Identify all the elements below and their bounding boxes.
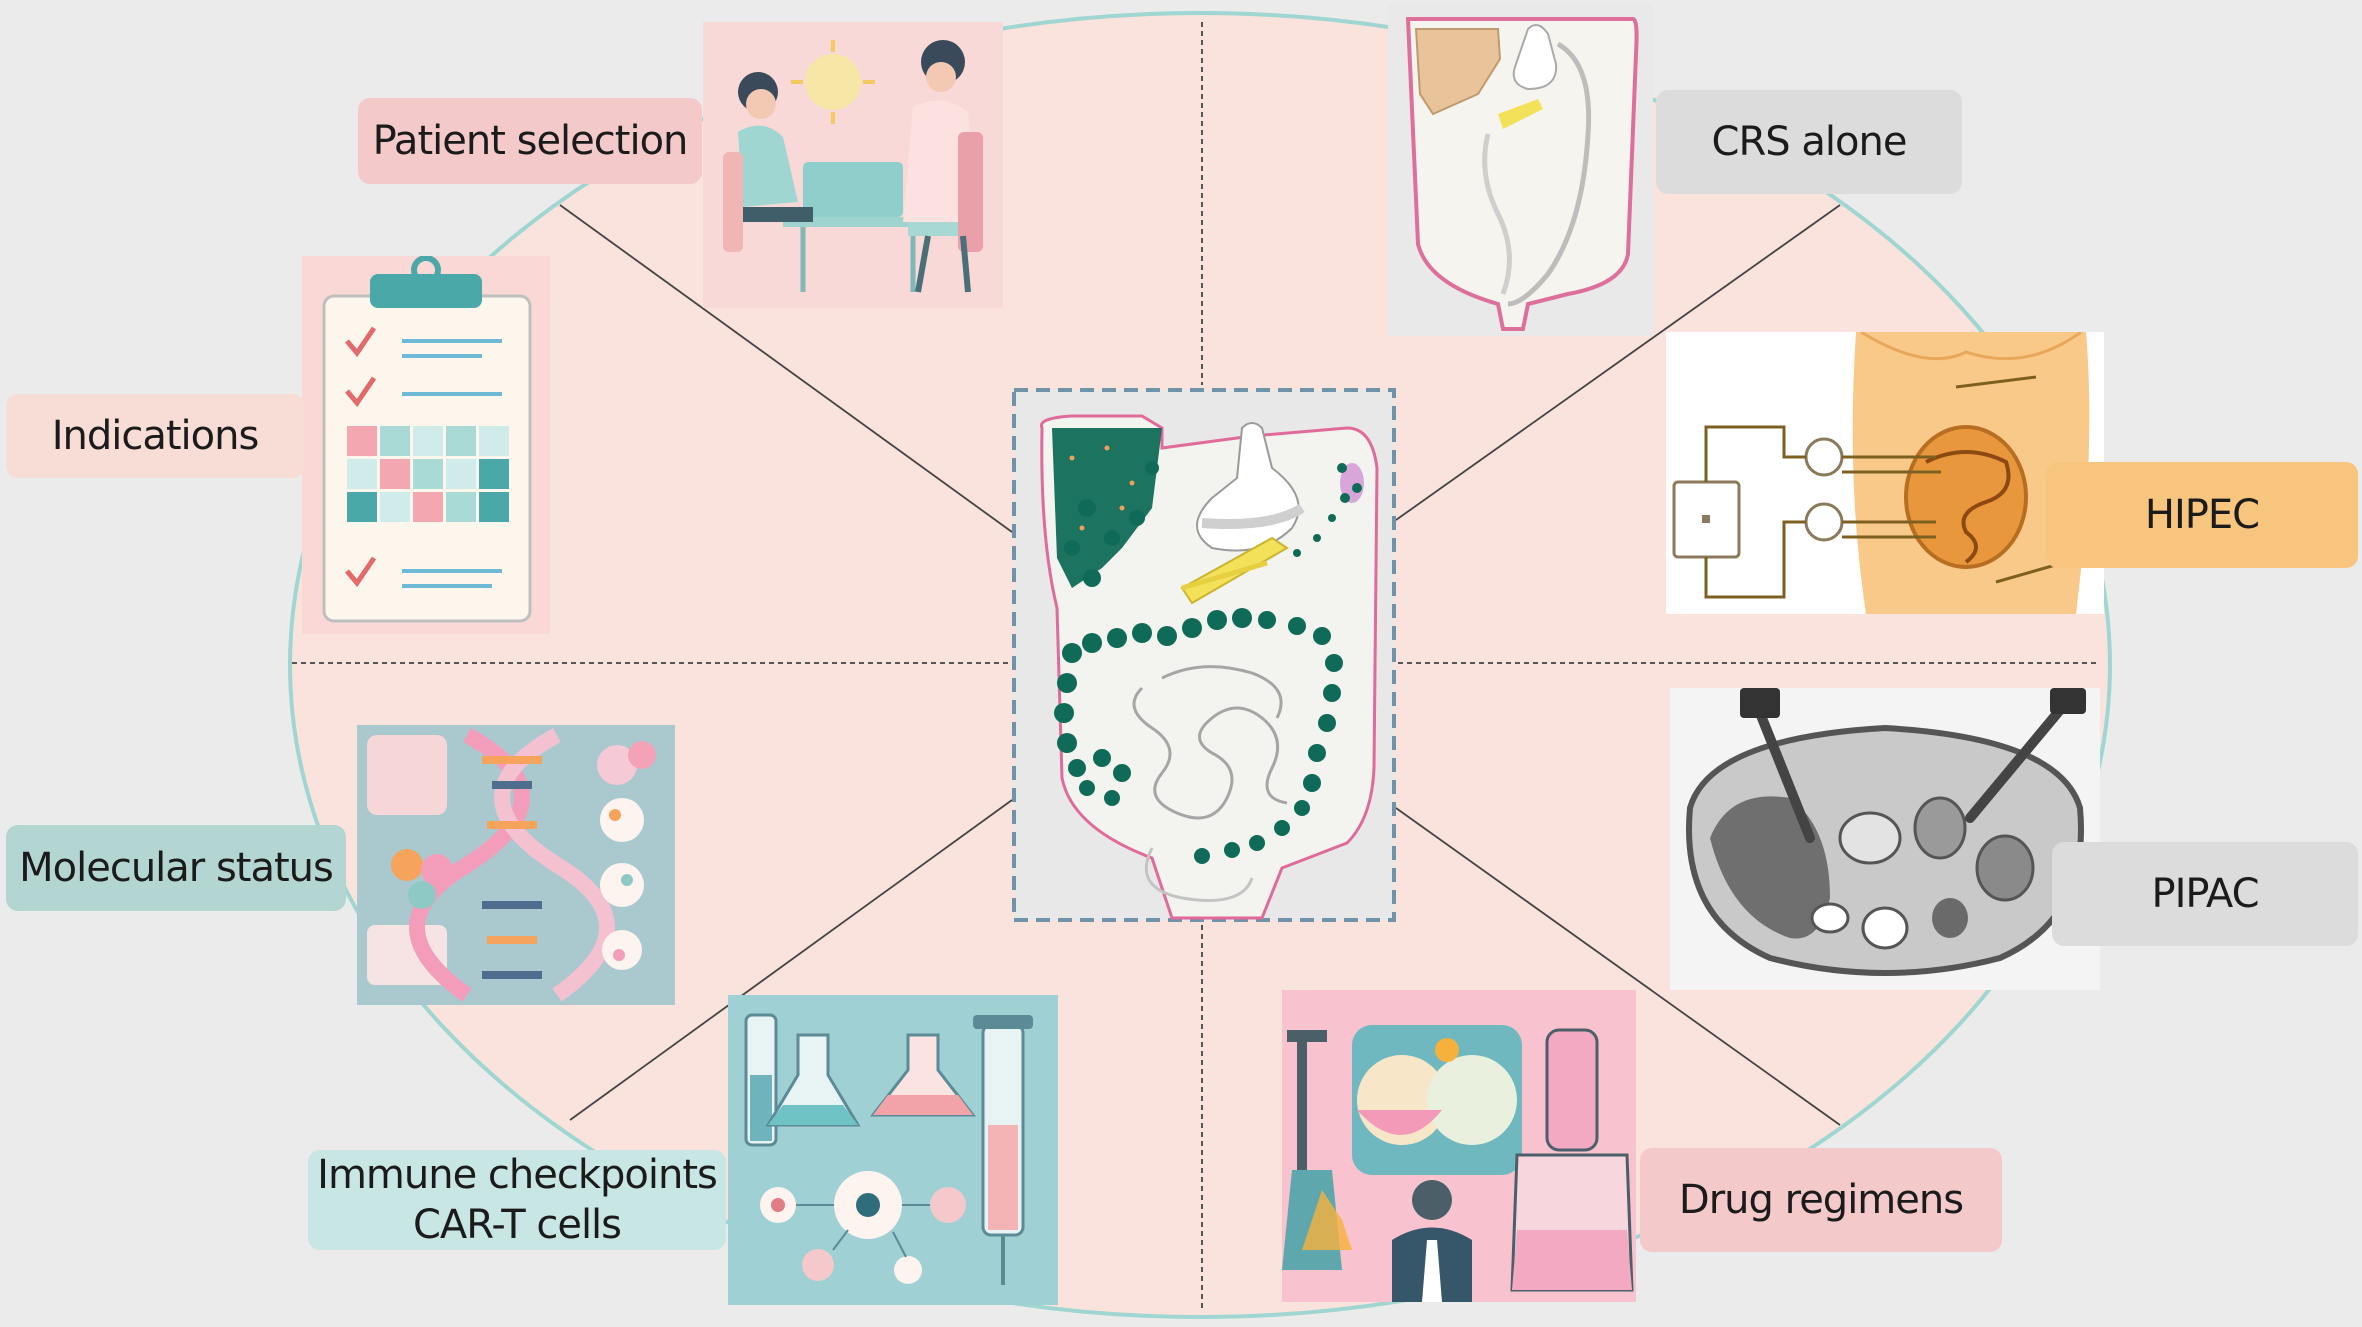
connector-patient-selection xyxy=(559,204,1013,533)
label-molecular-status-text: Molecular status xyxy=(19,845,334,891)
connector-crs xyxy=(1395,204,1841,521)
label-immune-line2: CAR-T cells xyxy=(412,1202,622,1248)
dividers xyxy=(292,22,2100,1310)
drug-lab-icon xyxy=(1282,990,1636,1302)
ct-laparoscopy-icon xyxy=(1670,688,2100,990)
connectors xyxy=(559,204,1841,1126)
pipac-panel xyxy=(1670,688,2100,990)
hipec-panel xyxy=(1666,332,2104,614)
molecular-status-panel xyxy=(357,725,675,1005)
label-immune: Immune checkpoints CAR-T cells xyxy=(308,1150,726,1250)
immune-panel xyxy=(728,995,1058,1305)
patient-selection-panel xyxy=(703,22,1003,308)
label-indications-text: Indications xyxy=(51,413,260,459)
hipec-perfusion-icon xyxy=(1666,332,2104,614)
abdomen-surgery-icon xyxy=(1388,4,1653,336)
connector-immune xyxy=(569,799,1013,1121)
label-immune-line1: Immune checkpoints xyxy=(317,1152,718,1198)
label-patient-selection: Patient selection xyxy=(358,98,702,184)
label-hipec-text: HIPEC xyxy=(2144,492,2260,538)
label-pipac: PIPAC xyxy=(2052,842,2358,946)
dna-helix-icon xyxy=(357,725,675,1005)
label-crs-alone: CRS alone xyxy=(1656,90,1962,194)
lab-syringe-icon xyxy=(728,995,1058,1305)
center-abdomen-panel xyxy=(1012,388,1396,922)
label-pipac-text: PIPAC xyxy=(2151,871,2259,917)
label-crs-alone-text: CRS alone xyxy=(1711,119,1908,165)
label-patient-selection-text: Patient selection xyxy=(372,118,689,164)
label-molecular-status: Molecular status xyxy=(6,825,346,911)
indications-panel xyxy=(302,256,550,634)
clipboard-checklist-icon xyxy=(302,256,550,634)
label-drug-regimens: Drug regimens xyxy=(1640,1148,2002,1252)
connector-drug xyxy=(1395,807,1841,1126)
drug-regimens-panel xyxy=(1282,990,1636,1302)
label-indications: Indications xyxy=(6,394,304,478)
crs-alone-panel xyxy=(1388,4,1653,336)
abdomen-organs-icon xyxy=(1012,388,1396,922)
doctor-consultation-icon xyxy=(703,22,1003,308)
label-drug-regimens-text: Drug regimens xyxy=(1678,1177,1964,1223)
label-hipec: HIPEC xyxy=(2046,462,2358,568)
